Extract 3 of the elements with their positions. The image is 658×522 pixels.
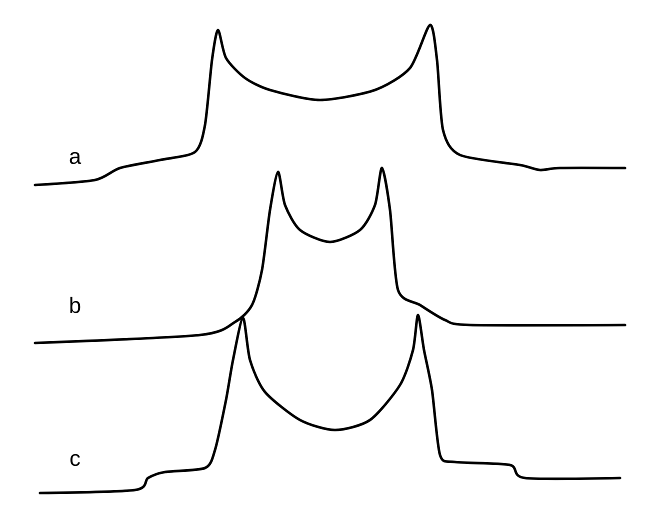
curve-label: b: [70, 296, 80, 314]
curve-label: a: [70, 152, 82, 164]
curve-label: c: [70, 454, 80, 466]
